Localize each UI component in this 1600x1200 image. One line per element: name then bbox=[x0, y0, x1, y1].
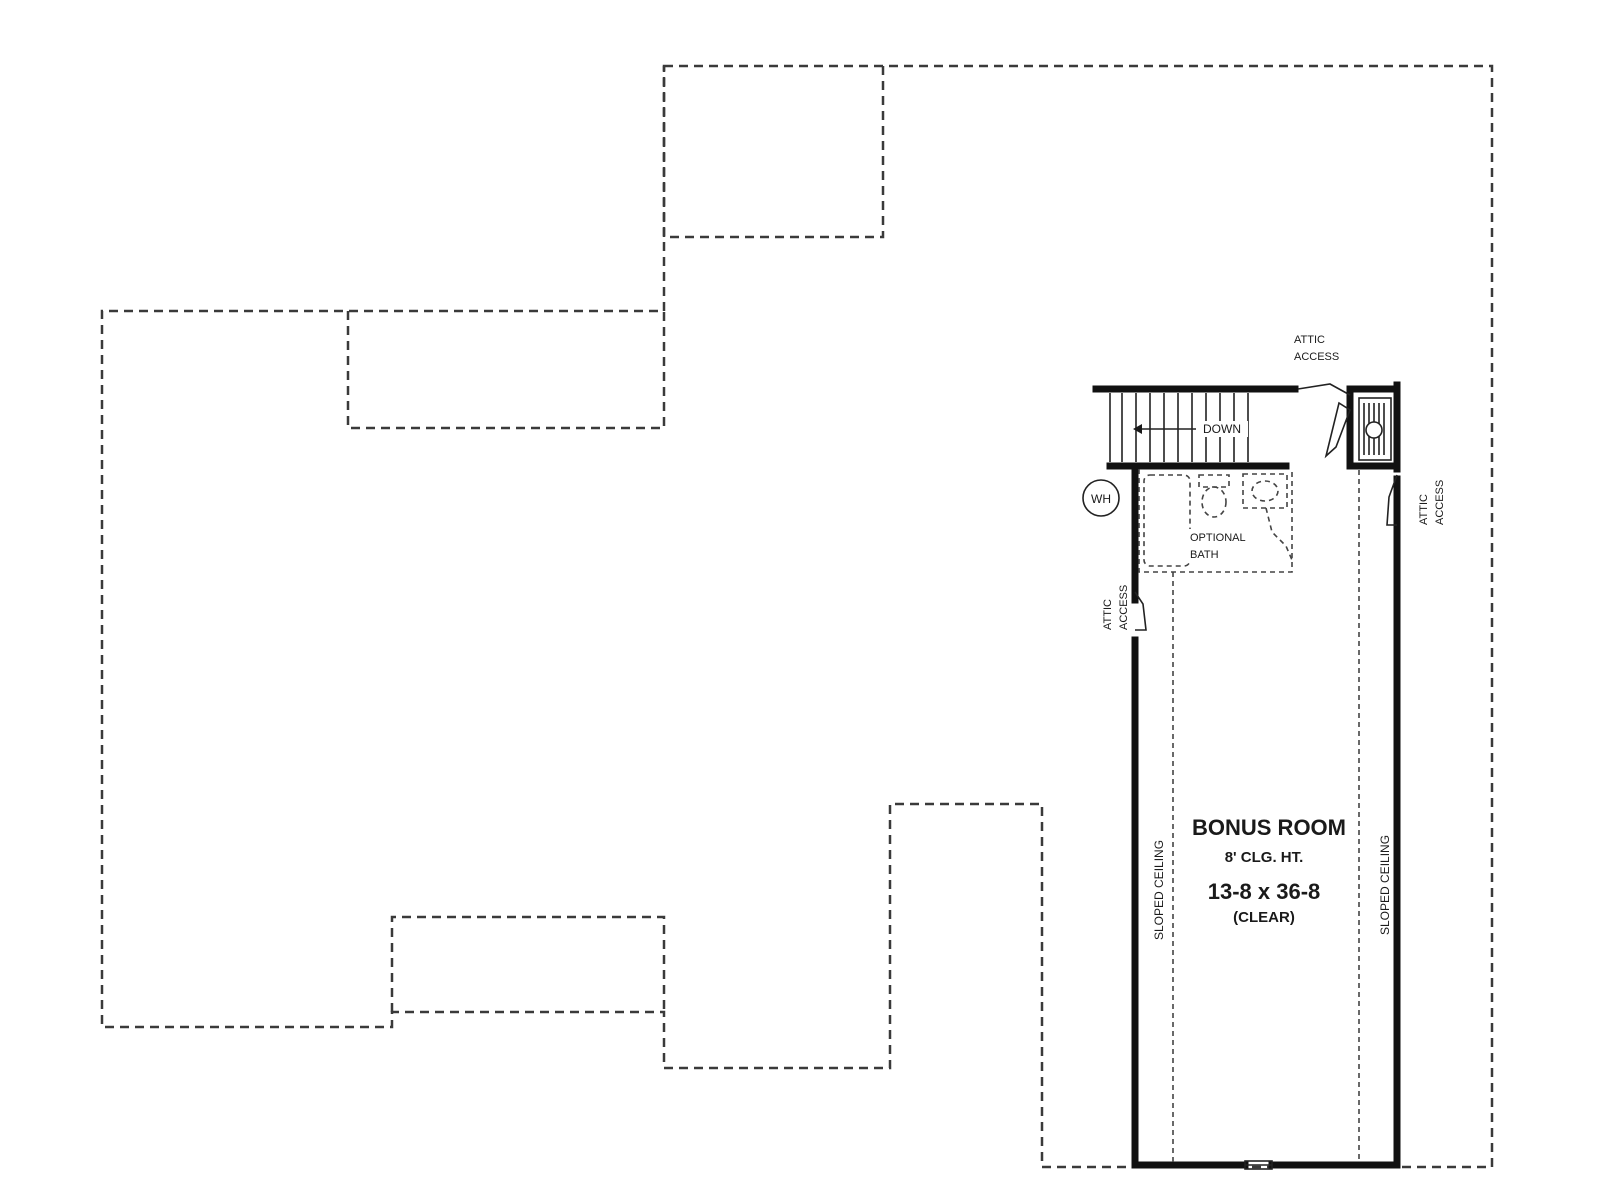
bonus-room-walls bbox=[1092, 381, 1401, 1169]
stairs-label: DOWN bbox=[1203, 422, 1241, 436]
sloped-ceiling-lines bbox=[1172, 470, 1360, 1163]
attic-access-left-label-line2: ACCESS bbox=[1118, 585, 1130, 630]
attic-access-top-door bbox=[1297, 383, 1351, 459]
bath-label-line2: BATH bbox=[1190, 549, 1219, 561]
room-name: BONUS ROOM bbox=[1192, 815, 1346, 840]
water-heater-label: WH bbox=[1091, 492, 1111, 506]
stairs: DOWN bbox=[1109, 393, 1249, 462]
room-label: BONUS ROOM 8' CLG. HT. 13-8 x 36-8 (CLEA… bbox=[1192, 815, 1346, 926]
room-clear-note: (CLEAR) bbox=[1233, 909, 1295, 926]
sloped-ceiling-right-label: SLOPED CEILING bbox=[1378, 835, 1392, 935]
attic-access-top-label-line1: ATTIC bbox=[1294, 334, 1325, 346]
attic-access-right-label-line1: ATTIC bbox=[1418, 494, 1430, 525]
attic-access-top-label-line2: ACCESS bbox=[1294, 351, 1339, 363]
window bbox=[1244, 1160, 1273, 1170]
room-ceiling-height: 8' CLG. HT. bbox=[1225, 849, 1304, 866]
corner-closet bbox=[1358, 397, 1392, 461]
sloped-ceiling-left-label: SLOPED CEILING bbox=[1152, 840, 1166, 940]
attic-access-right-door bbox=[1386, 474, 1398, 526]
optional-bath: OPTIONAL BATH bbox=[1138, 469, 1293, 573]
attic-access-right-label-line2: ACCESS bbox=[1434, 480, 1446, 525]
bath-label-line1: OPTIONAL bbox=[1190, 532, 1246, 544]
first-floor-outline bbox=[100, 64, 1494, 1169]
water-heater: WH bbox=[1082, 479, 1120, 517]
attic-access-left-door bbox=[1134, 591, 1147, 631]
room-dimensions: 13-8 x 36-8 bbox=[1208, 879, 1321, 904]
attic-access-left-label-line1: ATTIC bbox=[1102, 599, 1114, 630]
arrow-head-icon bbox=[1133, 424, 1142, 434]
